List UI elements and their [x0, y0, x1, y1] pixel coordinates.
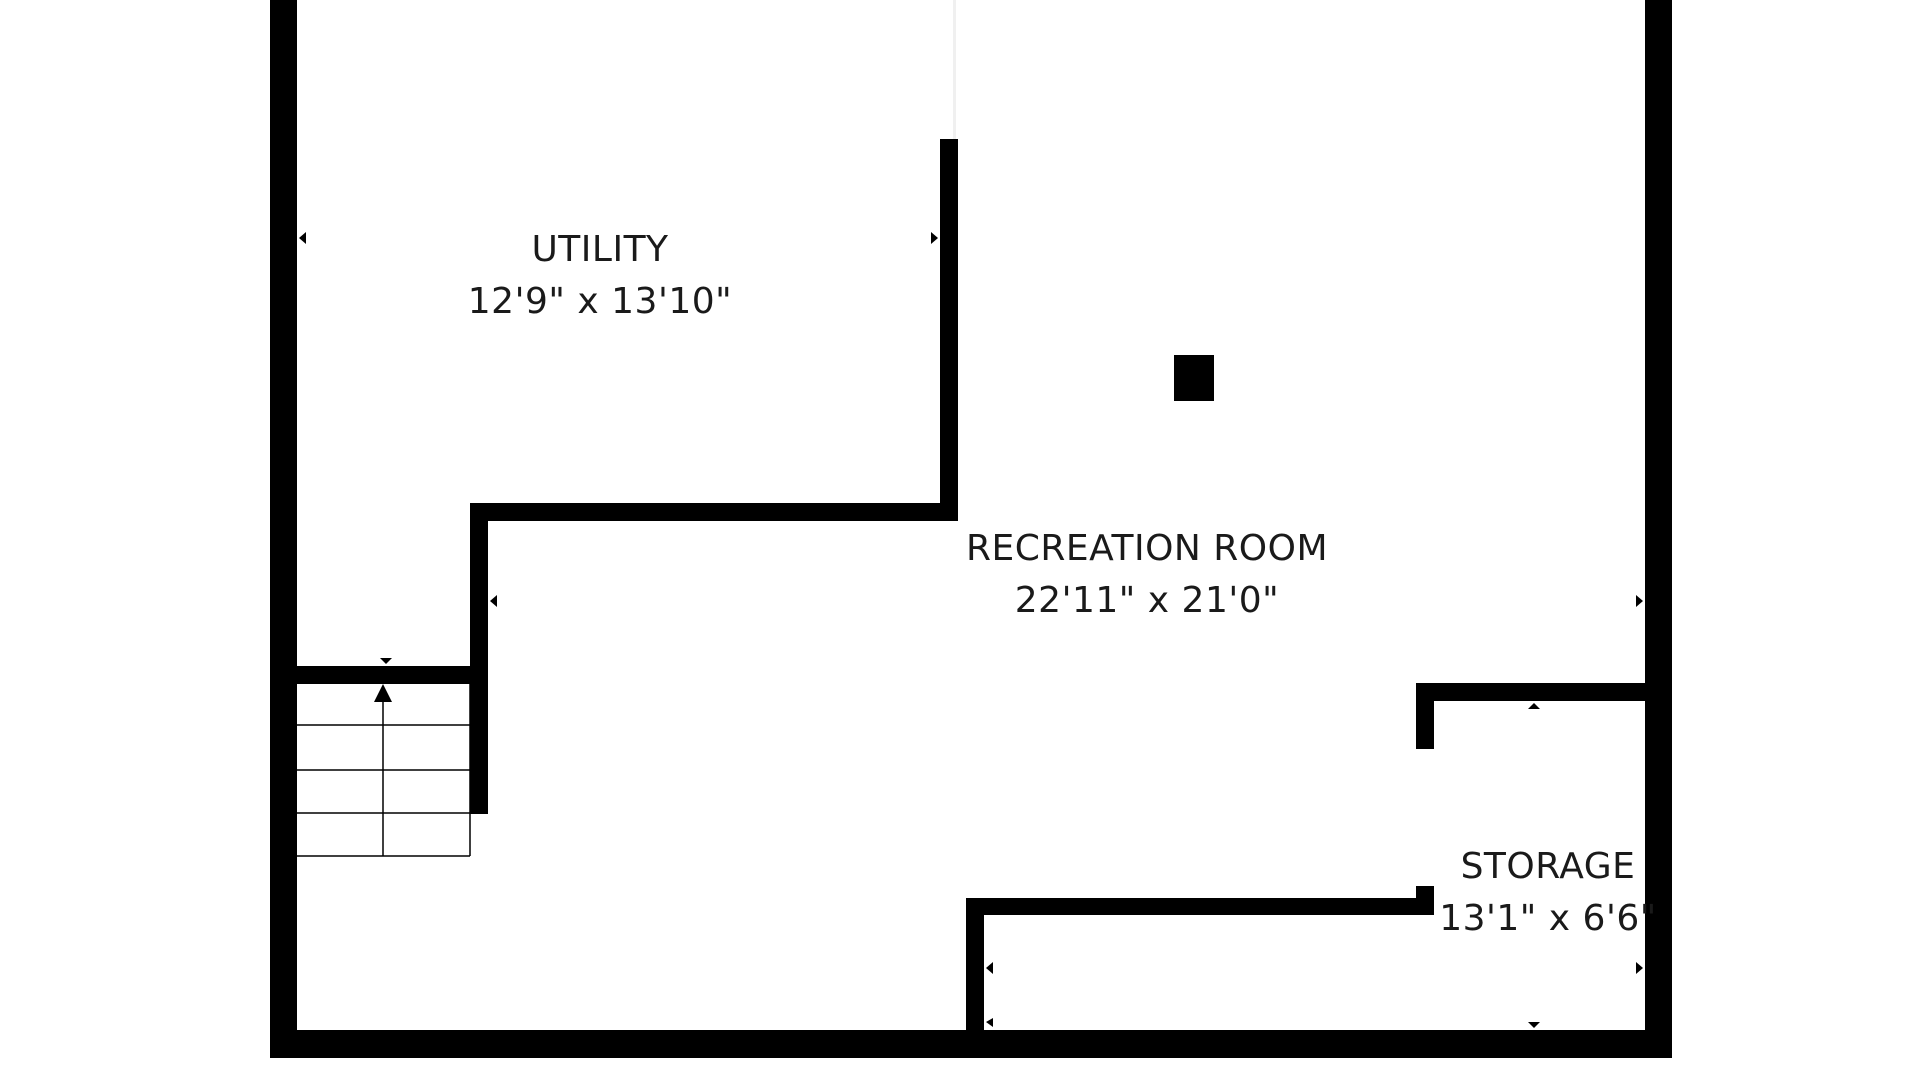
wall-storage-top	[1416, 683, 1645, 701]
dimension-marker-icon	[1636, 962, 1643, 974]
dimension-marker-icon	[931, 232, 938, 244]
support-column	[1174, 355, 1214, 401]
wall-stair-side	[470, 503, 488, 814]
room-dimensions-storage: 13'1" x 6'6"	[1439, 898, 1657, 939]
dimension-marker-icon	[1528, 703, 1540, 709]
wall-storage-left-upper	[1416, 683, 1434, 749]
room-utility: UTILITY 12'9" x 13'10"	[468, 229, 732, 322]
wall-lower-horizontal	[966, 898, 1434, 915]
dimension-marker-icon	[299, 232, 306, 244]
room-name-utility: UTILITY	[531, 229, 669, 270]
room-recreation: RECREATION ROOM 22'11" x 21'0"	[966, 528, 1328, 621]
room-storage: STORAGE 13'1" x 6'6"	[1439, 846, 1657, 939]
stair-direction-arrow-icon	[374, 684, 392, 702]
wall-utility-bottom	[470, 503, 958, 521]
wall-lower-vertical	[966, 898, 984, 1058]
dimension-marker-icon	[490, 595, 497, 607]
wall-left	[270, 0, 297, 1058]
interior-walls	[297, 0, 1645, 1058]
room-name-storage: STORAGE	[1461, 846, 1636, 887]
wall-stair-top	[297, 666, 488, 684]
dimension-marker-icon	[380, 658, 392, 664]
dimension-marker-icon	[986, 962, 993, 974]
dimension-marker-icon	[1636, 595, 1643, 607]
room-name-recreation: RECREATION ROOM	[966, 528, 1328, 569]
wall-utility-right	[940, 139, 958, 520]
dimension-marker-icon	[986, 1018, 993, 1027]
staircase	[297, 684, 471, 857]
room-dimensions-utility: 12'9" x 13'10"	[468, 281, 732, 322]
room-dimensions-recreation: 22'11" x 21'0"	[1015, 580, 1279, 621]
dimension-marker-icon	[1528, 1022, 1540, 1028]
exterior-walls	[270, 0, 1672, 1058]
wall-right	[1645, 0, 1672, 1058]
dimension-markers	[299, 232, 1643, 1028]
door-jamb-utility	[953, 0, 956, 139]
